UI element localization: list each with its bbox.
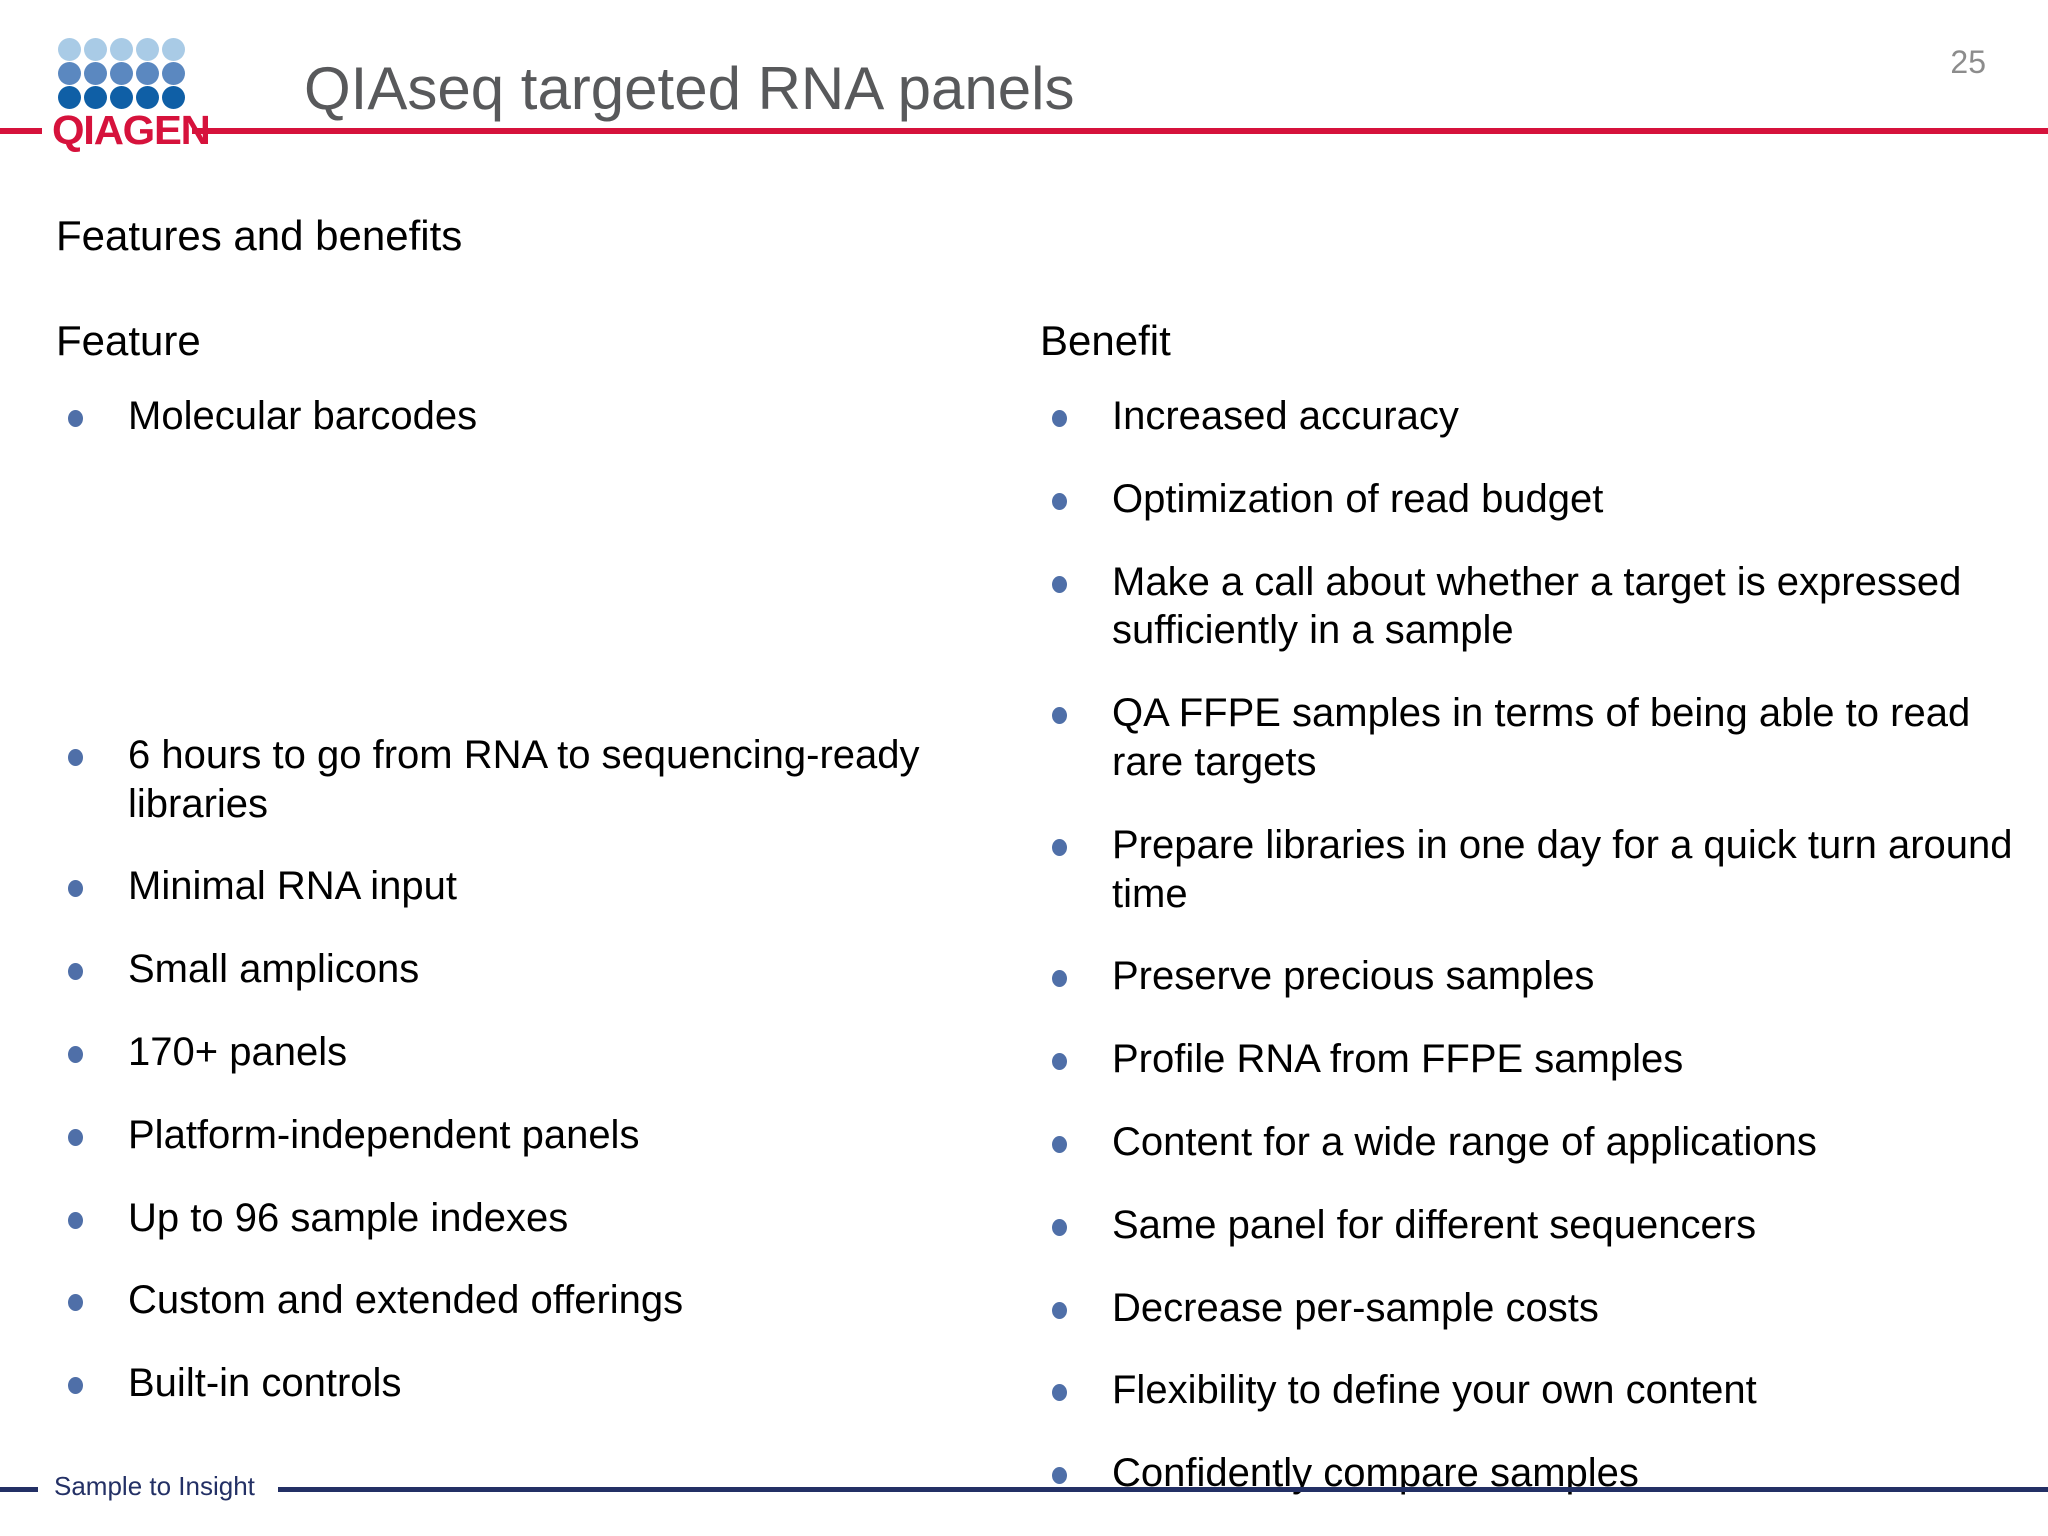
list-item-label: Same panel for different sequencers — [1112, 1202, 1757, 1247]
list-item: Make a call about whether a target is ex… — [1040, 558, 2030, 656]
footer-rule-left-dash — [0, 1487, 38, 1492]
list-item-label: Built-in controls — [128, 1361, 402, 1406]
logo-dot — [110, 38, 133, 61]
feature-list: Molecular barcodes 6 hours to go from RN… — [56, 392, 1016, 1408]
benefit-list: Increased accuracy Optimization of read … — [1040, 392, 2030, 1498]
list-item: Built-in controls — [56, 1359, 1016, 1408]
header-rule — [192, 128, 2048, 134]
feature-column: Feature Molecular barcodes 6 hours to go… — [56, 320, 1016, 1442]
logo-wordmark: QIAGEN — [52, 107, 211, 153]
benefit-column-header: Benefit — [1040, 317, 1171, 364]
header-rule-left-dash — [0, 128, 42, 134]
list-item-label: Custom and extended offerings — [128, 1278, 684, 1323]
list-item: Molecular barcodes — [56, 392, 1016, 441]
logo-dot — [110, 86, 133, 109]
page-number: 25 — [1950, 44, 1986, 80]
logo-dot — [162, 38, 185, 61]
list-item-label: 170+ panels — [128, 1029, 348, 1074]
feature-column-header: Feature — [56, 317, 201, 364]
list-item-label: Prepare libraries in one day for a quick… — [1112, 822, 2013, 916]
list-item-label: Content for a wide range of applications — [1112, 1119, 1817, 1164]
slide-footer: Sample to Insight — [0, 1468, 2048, 1536]
list-item-label: QA FFPE samples in terms of being able t… — [1112, 691, 1971, 784]
list-item: Same panel for different sequencers — [1040, 1201, 2030, 1250]
list-item-label: 6 hours to go from RNA to sequencing-rea… — [128, 732, 920, 826]
logo-dot — [58, 86, 81, 109]
footer-tagline: Sample to Insight — [54, 1471, 255, 1501]
slide-header: QIAGEN QIAseq targeted RNA panels — [0, 0, 2048, 151]
qiagen-logo: QIAGEN — [52, 38, 211, 151]
list-item: Optimization of read budget — [1040, 475, 2030, 524]
list-item: Increased accuracy — [1040, 392, 2030, 441]
list-item: Up to 96 sample indexes — [56, 1194, 1016, 1243]
list-item: Platform-independent panels — [56, 1111, 1016, 1160]
list-item-label: Flexibility to define your own content — [1112, 1368, 1757, 1413]
list-item: Preserve precious samples — [1040, 952, 2030, 1001]
logo-dot-grid-icon — [58, 38, 188, 110]
logo-dot — [136, 62, 159, 85]
list-item-label: Profile RNA from FFPE samples — [1112, 1037, 1684, 1082]
list-item: 170+ panels — [56, 1028, 1016, 1077]
list-item: QA FFPE samples in terms of being able t… — [1040, 689, 2030, 787]
logo-dot — [84, 38, 107, 61]
list-item: Content for a wide range of applications — [1040, 1118, 2030, 1167]
list-item-label: Make a call about whether a target is ex… — [1112, 559, 1962, 653]
logo-dot — [136, 38, 159, 61]
page-title: QIAseq targeted RNA panels — [304, 55, 1075, 122]
logo-dot — [58, 62, 81, 85]
list-item: Small amplicons — [56, 945, 1016, 994]
logo-dot — [162, 62, 185, 85]
logo-dot — [110, 62, 133, 85]
benefit-column: Benefit Increased accuracy Optimization … — [1040, 320, 2030, 1532]
list-item-label: Up to 96 sample indexes — [128, 1195, 569, 1240]
logo-dot — [162, 86, 185, 109]
list-item-label: Decrease per-sample costs — [1112, 1285, 1599, 1330]
list-item-label: Platform-independent panels — [128, 1112, 640, 1157]
logo-dot — [58, 38, 81, 61]
list-item-label: Minimal RNA input — [128, 864, 458, 909]
list-item: Flexibility to define your own content — [1040, 1366, 2030, 1415]
list-item: Prepare libraries in one day for a quick… — [1040, 821, 2030, 919]
list-item-label: Preserve precious samples — [1112, 954, 1595, 999]
list-item-label: Optimization of read budget — [1112, 476, 1604, 521]
list-item-label: Molecular barcodes — [128, 394, 478, 438]
logo-dot — [84, 86, 107, 109]
list-item-label: Increased accuracy — [1112, 394, 1459, 438]
list-item: Minimal RNA input — [56, 862, 1016, 911]
logo-dot — [136, 86, 159, 109]
list-item: 6 hours to go from RNA to sequencing-rea… — [56, 731, 1016, 829]
logo-dot — [84, 62, 107, 85]
list-item: Profile RNA from FFPE samples — [1040, 1035, 2030, 1084]
list-item: Decrease per-sample costs — [1040, 1284, 2030, 1333]
list-item-label: Small amplicons — [128, 947, 420, 992]
section-heading: Features and benefits — [56, 212, 463, 259]
footer-rule — [278, 1487, 2048, 1492]
list-item: Custom and extended offerings — [56, 1276, 1016, 1325]
